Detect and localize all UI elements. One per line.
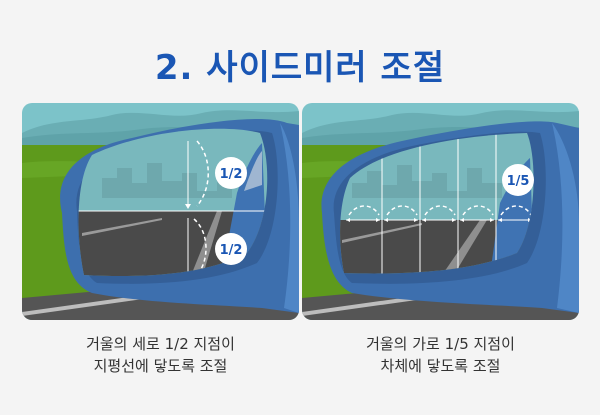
side-mirror-horizontal-illustration: 1/5 — [302, 103, 579, 320]
svg-text:1/5: 1/5 — [507, 174, 530, 189]
caption-line-2: 지평선에 닿도록 조절 — [93, 357, 228, 375]
caption-vertical: 거울의 세로 1/2 지점이 지평선에 닿도록 조절 — [22, 333, 299, 377]
caption-horizontal: 거울의 가로 1/5 지점이 차체에 닿도록 조절 — [302, 333, 579, 377]
mirror-illustration-vertical: 1/2 1/2 — [22, 103, 299, 320]
side-mirror-vertical-illustration: 1/2 1/2 — [22, 103, 299, 320]
caption-line-1: 거울의 세로 1/2 지점이 — [86, 335, 235, 353]
caption-line-1: 거울의 가로 1/5 지점이 — [366, 335, 515, 353]
page-title: 2. 사이드미러 조절 — [154, 48, 446, 88]
svg-text:1/2: 1/2 — [220, 243, 243, 258]
ratio-badge-bottom: 1/2 — [215, 233, 247, 265]
mirror-illustration-horizontal: 1/5 — [302, 103, 579, 320]
ratio-badge-top: 1/2 — [215, 157, 247, 189]
ratio-badge: 1/5 — [502, 164, 534, 196]
caption-line-2: 차체에 닿도록 조절 — [380, 357, 501, 375]
svg-text:1/2: 1/2 — [220, 167, 243, 182]
